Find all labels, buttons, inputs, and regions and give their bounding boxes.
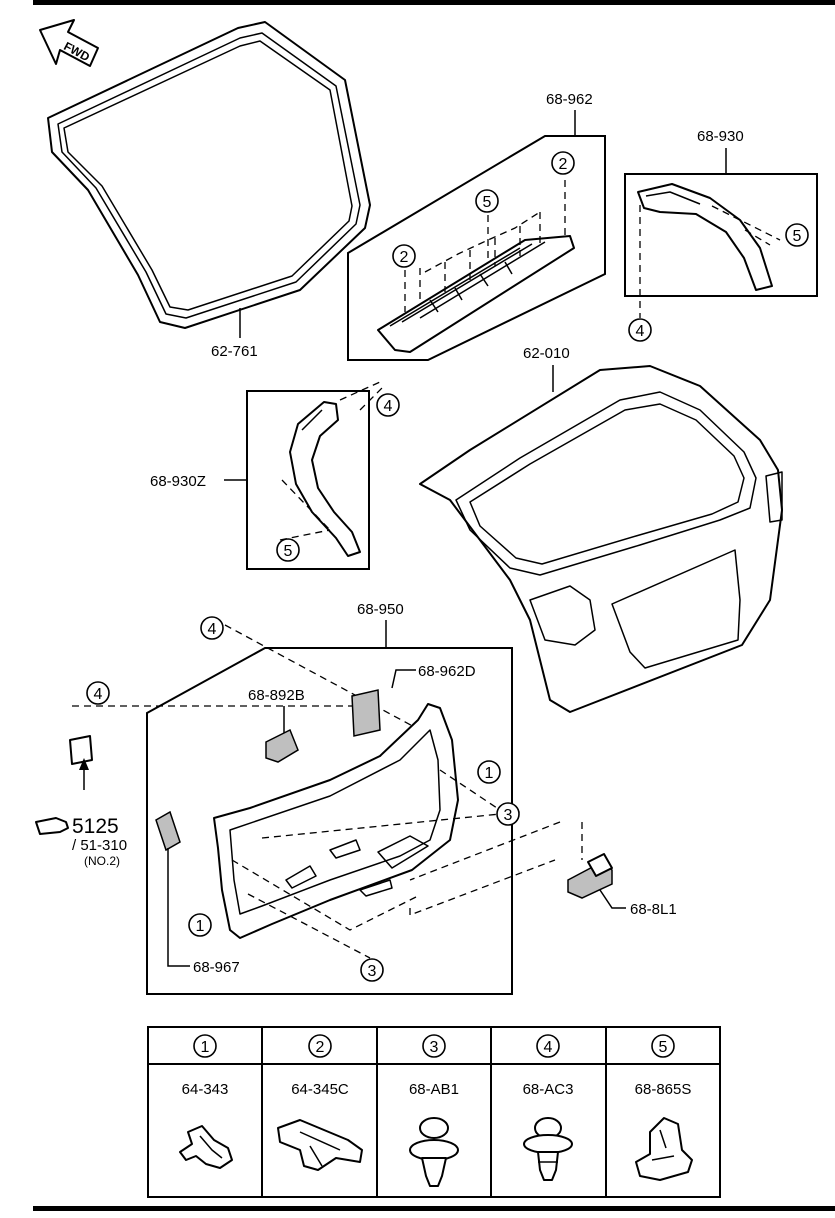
trim-right-part	[637, 183, 773, 291]
seal-part	[155, 810, 181, 852]
retainer-icon	[277, 1119, 363, 1171]
svg-text:2: 2	[559, 156, 568, 173]
spoiler-detail-box	[347, 135, 606, 361]
callout-4-c: 4	[200, 616, 224, 640]
clip-icon	[179, 1125, 233, 1169]
legend-col-3: 3 68-AB1	[409, 1034, 459, 1187]
callout-2-a: 2	[551, 151, 575, 175]
reference-main: 5125	[72, 815, 119, 838]
trim-right-dash	[639, 205, 781, 318]
legend-part-3: 68-AB1	[409, 1081, 459, 1098]
top-rule	[33, 0, 835, 5]
svg-text:4: 4	[94, 686, 103, 703]
callout-4-b: 4	[376, 393, 400, 417]
fastener-icon	[635, 1117, 693, 1181]
grip-part	[265, 728, 299, 763]
label-trim-right: 68-930	[697, 128, 744, 145]
svg-text:5: 5	[483, 194, 492, 211]
legend-part-2: 64-345C	[291, 1081, 349, 1098]
callout-3-a: 3	[496, 802, 520, 826]
label-weatherstrip: 62-761	[211, 343, 258, 360]
hand-pointer-icon	[35, 817, 69, 835]
push-clip-icon	[523, 1117, 573, 1181]
svg-text:5: 5	[284, 543, 293, 560]
fwd-arrow-icon: FWD	[39, 19, 99, 67]
svg-text:3: 3	[368, 963, 377, 980]
trim-right-box	[624, 173, 818, 297]
legend-col-4: 4 68-AC3	[523, 1034, 574, 1181]
leader-seal	[167, 848, 190, 967]
label-liftgate: 62-010	[523, 345, 570, 362]
svg-text:4: 4	[636, 323, 645, 340]
svg-text:2: 2	[316, 1039, 325, 1056]
label-grip: 68-892B	[248, 687, 305, 704]
callout-2-b: 2	[392, 244, 416, 268]
trim-left-dash	[279, 381, 386, 541]
label-seal: 68-967	[193, 959, 240, 976]
svg-text:3: 3	[504, 807, 513, 824]
callout-1-a: 1	[477, 760, 501, 784]
label-trim-left: 68-930Z	[150, 473, 206, 490]
legend-col-5: 5 68-865S	[635, 1034, 693, 1181]
handle-part	[567, 853, 613, 899]
weatherstrip-part	[47, 21, 371, 329]
spoiler-part	[377, 235, 575, 353]
push-rivet-icon	[409, 1117, 459, 1187]
svg-text:5: 5	[659, 1039, 668, 1056]
legend-col-2: 2 64-345C	[277, 1034, 363, 1171]
svg-text:5: 5	[793, 228, 802, 245]
trim-left-part	[289, 401, 361, 557]
callout-5-b: 5	[785, 223, 809, 247]
svg-text:4: 4	[384, 398, 393, 415]
reference-clip-part	[69, 735, 93, 765]
callout-1-b: 1	[188, 913, 212, 937]
callout-4-d: 4	[86, 681, 110, 705]
reference-arrow-head	[79, 758, 89, 770]
leader-cover	[391, 669, 416, 689]
reference-sub: / 51-310	[72, 837, 127, 854]
leader-handle	[599, 889, 626, 909]
fastener-legend	[147, 1026, 721, 1198]
legend-part-4: 68-AC3	[523, 1081, 574, 1098]
callout-3-b: 3	[360, 958, 384, 982]
svg-text:2: 2	[400, 249, 409, 266]
legend-col-1: 1 64-343	[179, 1034, 233, 1169]
svg-text:1: 1	[485, 765, 494, 782]
svg-text:1: 1	[201, 1039, 210, 1056]
reference-note: (NO.2)	[84, 854, 120, 868]
bottom-rule	[33, 1206, 835, 1211]
lower-trim-part	[213, 703, 459, 939]
callout-4-a: 4	[628, 318, 652, 342]
callout-5-a: 5	[475, 189, 499, 213]
lower-trim-dash	[231, 769, 583, 959]
cover-part	[351, 689, 381, 737]
svg-text:1: 1	[196, 918, 205, 935]
legend-part-1: 64-343	[182, 1081, 229, 1098]
svg-text:3: 3	[430, 1039, 439, 1056]
label-cover: 68-962D	[418, 663, 476, 680]
spoiler-clip-lines	[404, 180, 566, 312]
liftgate-part	[419, 365, 783, 713]
label-spoiler: 68-962	[546, 91, 593, 108]
lower-trim-dash-top	[72, 624, 421, 731]
callout-5-c: 5	[276, 538, 300, 562]
label-lower-trim: 68-950	[357, 601, 404, 618]
label-handle: 68-8L1	[630, 901, 677, 918]
svg-text:4: 4	[208, 621, 217, 638]
legend-part-5: 68-865S	[635, 1081, 692, 1098]
svg-text:4: 4	[544, 1039, 553, 1056]
